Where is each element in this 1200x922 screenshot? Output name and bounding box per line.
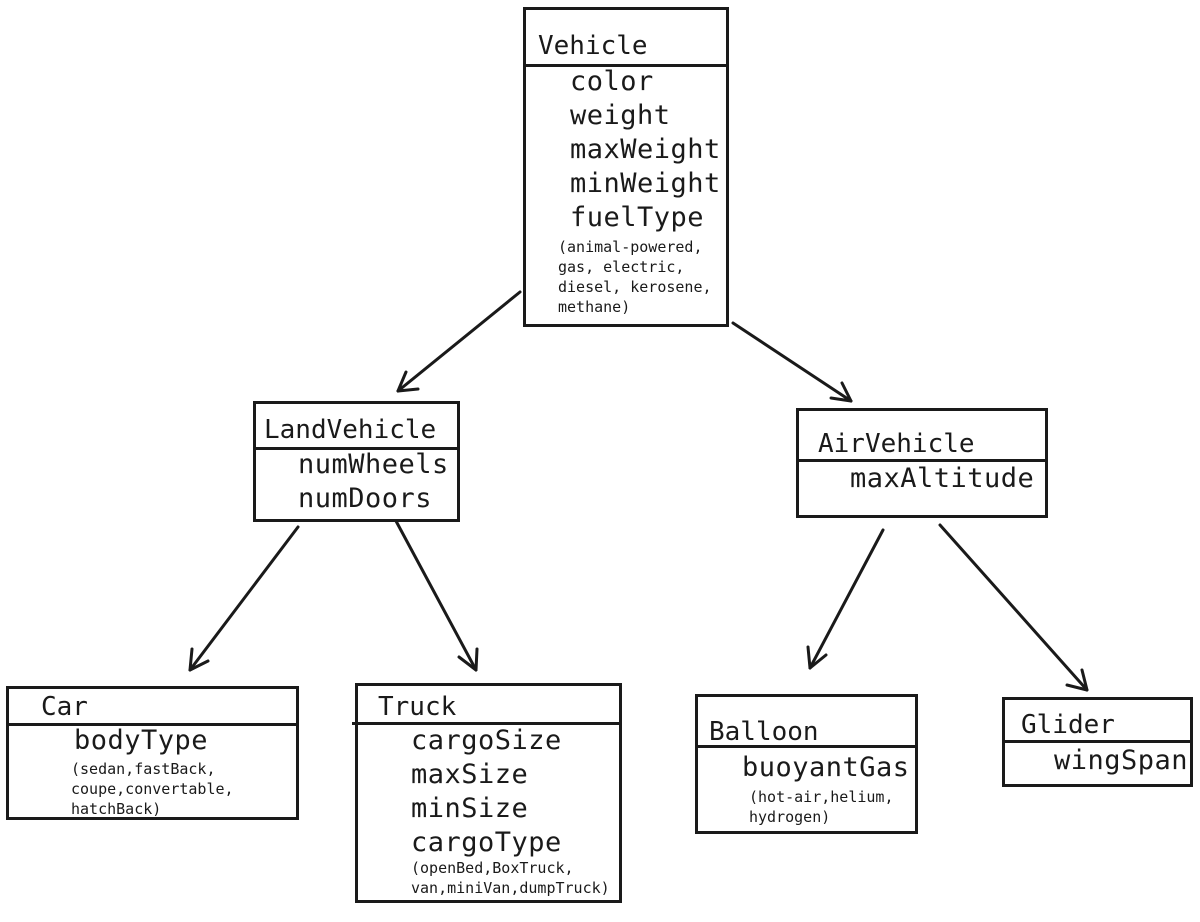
arrow-vehicle-to-landvehicle	[396, 290, 522, 393]
attribute-minsize: minSize	[411, 793, 529, 824]
class-header-landvehicle: LandVehicle	[256, 404, 457, 450]
fueltype-values: (animal-powered, gas, electric, diesel, …	[558, 238, 712, 316]
arrow-airvehicle-to-balloon	[806, 528, 885, 670]
class-header-vehicle: Vehicle	[526, 10, 726, 67]
class-name-landvehicle: LandVehicle	[264, 415, 437, 445]
attribute-maxaltitude: maxAltitude	[850, 463, 1035, 494]
bodytype-values: (sedan,fastBack, coupe,convertable, hatc…	[71, 760, 234, 818]
attribute-numdoors: numDoors	[298, 483, 433, 514]
class-box-truck: Truck cargoSize maxSize minSize cargoTyp…	[352, 683, 622, 903]
class-name-balloon: Balloon	[709, 717, 819, 747]
arrow-landvehicle-to-car	[188, 525, 300, 672]
class-box-balloon: Balloon buoyantGas (hot-air,helium, hydr…	[695, 694, 918, 834]
attribute-maxsize: maxSize	[411, 759, 529, 790]
buoyantgas-values: (hot-air,helium, hydrogen)	[749, 788, 894, 826]
class-header-car: Car	[9, 689, 296, 726]
class-box-car: Car bodyType (sedan,fastBack, coupe,conv…	[6, 686, 299, 820]
attribute-numwheels: numWheels	[298, 449, 449, 480]
attribute-cargosize: cargoSize	[411, 725, 562, 756]
class-header-truck: Truck	[352, 686, 619, 725]
class-name-vehicle: Vehicle	[538, 31, 648, 61]
class-box-airvehicle: AirVehicle maxAltitude	[796, 408, 1048, 518]
arrow-airvehicle-to-glider	[938, 523, 1089, 692]
attribute-cargotype: cargoType	[411, 827, 562, 858]
class-name-airvehicle: AirVehicle	[818, 429, 975, 459]
arrow-vehicle-to-airvehicle	[731, 321, 853, 403]
attribute-buoyantgas: buoyantGas	[742, 752, 910, 783]
attribute-color: color	[570, 66, 654, 97]
class-header-glider: Glider	[1005, 700, 1190, 743]
class-header-balloon: Balloon	[698, 697, 915, 748]
class-box-landvehicle: LandVehicle numWheels numDoors	[253, 401, 460, 522]
class-name-glider: Glider	[1021, 710, 1115, 740]
class-header-airvehicle: AirVehicle	[799, 411, 1045, 462]
class-box-glider: Glider wingSpan	[1002, 697, 1193, 787]
attribute-maxweight: maxWeight	[570, 134, 721, 165]
class-name-car: Car	[41, 692, 88, 722]
attribute-minweight: minWeight	[570, 168, 721, 199]
attribute-fueltype: fuelType	[570, 202, 705, 233]
class-box-vehicle: Vehicle color weight maxWeight minWeight…	[523, 7, 729, 327]
attribute-wingspan: wingSpan	[1054, 745, 1189, 776]
attribute-bodytype: bodyType	[74, 725, 209, 756]
arrow-landvehicle-to-truck	[394, 519, 479, 672]
class-name-truck: Truck	[378, 692, 457, 722]
cargotype-values: (openBed,BoxTruck, van,miniVan,dumpTruck…	[411, 859, 610, 897]
attribute-weight: weight	[570, 100, 671, 131]
